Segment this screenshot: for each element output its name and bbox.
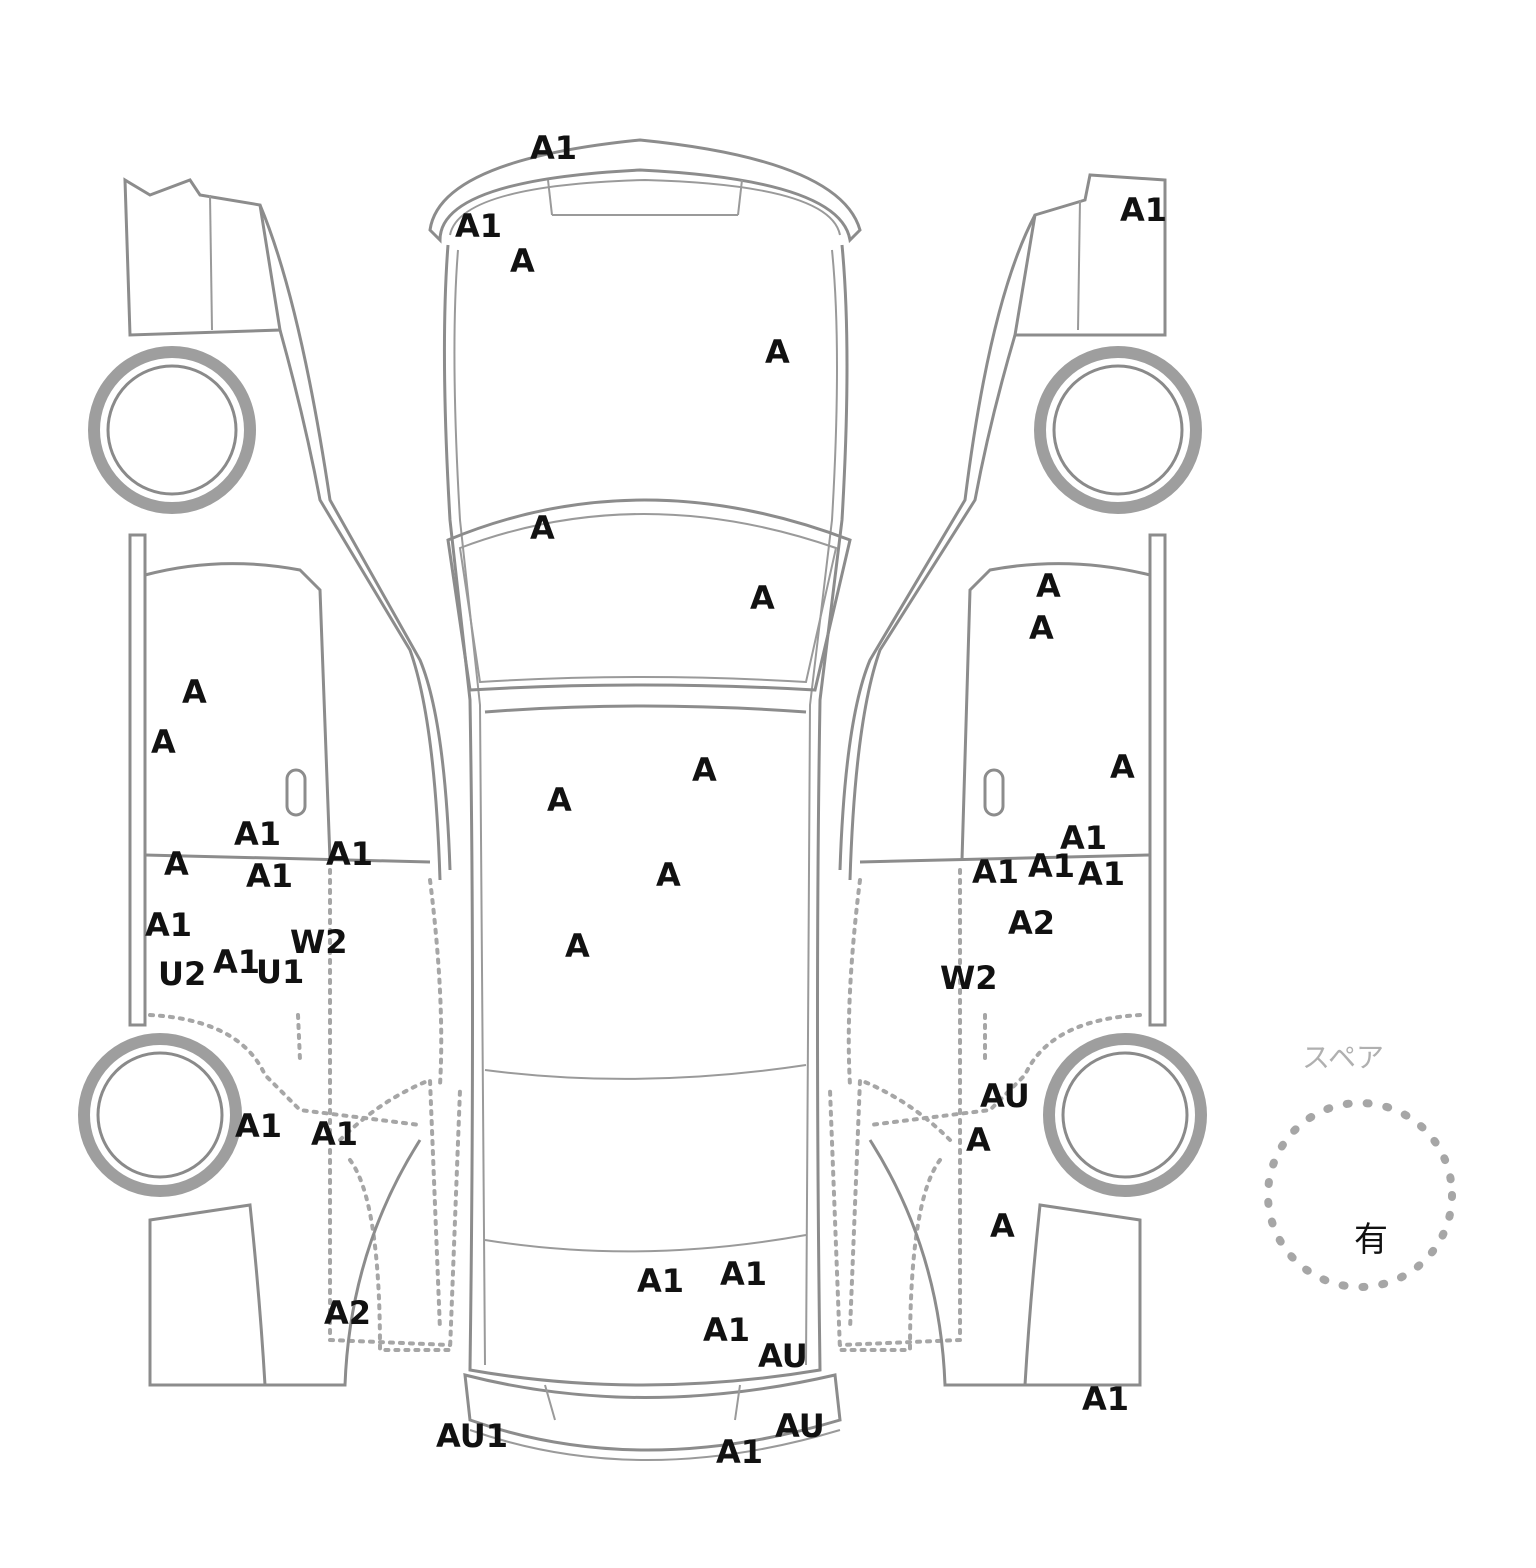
- damage-mark-left-rocker: A1: [145, 906, 193, 944]
- damage-mark-left-front-door-2: A: [151, 723, 176, 761]
- damage-mark-left-rear: A1: [311, 1115, 359, 1153]
- damage-mark-left-front-door-3: A: [164, 845, 189, 883]
- damage-mark-left-front-door-1: A: [182, 673, 207, 711]
- damage-mark-right-rear-1: A: [966, 1121, 991, 1159]
- damage-mark-right-rear-a1: A1: [1082, 1380, 1130, 1418]
- damage-mark-rear-bumper-au: AU: [775, 1407, 825, 1445]
- damage-mark-left-rear-a2: A2: [324, 1294, 372, 1332]
- damage-mark-hood-left: A: [510, 242, 535, 280]
- damage-mark-left-rear-wheel: A1: [235, 1107, 283, 1145]
- damage-mark-roof-upper-right: A: [692, 751, 717, 789]
- damage-mark-rear-deck-right: A1: [720, 1255, 768, 1293]
- damage-mark-right-w2: W2: [940, 959, 998, 997]
- damage-mark-left-u2: U2: [158, 955, 207, 993]
- damage-mark-right-belt-2: A1: [972, 853, 1020, 891]
- damage-mark-left-belt-3: A1: [326, 835, 374, 873]
- damage-mark-right-door-1: A: [1036, 567, 1061, 605]
- damage-mark-right-door-2: A: [1029, 609, 1054, 647]
- spare-tire-label: スペア: [1302, 1041, 1385, 1074]
- damage-mark-left-u1: U1: [256, 953, 305, 991]
- damage-mark-left-w2: W2: [290, 923, 348, 961]
- damage-mark-front-bumper-top: A1: [530, 129, 578, 167]
- damage-mark-left-belt-2: A1: [246, 857, 294, 895]
- damage-mark-right-front: A1: [1120, 191, 1168, 229]
- damage-mark-roof-lower-left: A: [565, 927, 590, 965]
- spare-tire-indicator: [1264, 1099, 1456, 1291]
- damage-mark-right-door-3: A: [1110, 748, 1135, 786]
- damage-mark-left-belt-1: A1: [234, 815, 282, 853]
- damage-mark-right-a2: A2: [1008, 904, 1056, 942]
- damage-mark-windshield-left: A: [530, 509, 555, 547]
- damage-mark-rear-deck-au: AU: [758, 1337, 808, 1375]
- right-side-view-car: [828, 173, 1207, 1387]
- damage-mark-roof-center: A: [656, 856, 681, 894]
- left-side-view-car: [78, 177, 462, 1387]
- damage-mark-left-a1-small: A1: [213, 943, 261, 981]
- damage-mark-right-belt-3: A1: [1028, 847, 1076, 885]
- damage-mark-right-belt-1: A1: [1060, 819, 1108, 857]
- damage-mark-roof-left: A: [547, 781, 572, 819]
- top-view-car: [428, 138, 862, 1461]
- damage-mark-rear-deck-left: A1: [637, 1262, 685, 1300]
- damage-mark-rear-bumper-au1: AU1: [436, 1417, 509, 1455]
- damage-mark-right-belt-4: A1: [1078, 855, 1126, 893]
- damage-mark-right-au: AU: [980, 1077, 1030, 1115]
- spare-tire-status: 有: [1354, 1220, 1388, 1260]
- damage-mark-rear-bumper-a1: A1: [716, 1433, 764, 1471]
- damage-mark-right-rear-2: A: [990, 1207, 1015, 1245]
- damage-mark-front-bumper-left: A1: [455, 207, 503, 245]
- damage-mark-windshield-right: A: [750, 579, 775, 617]
- damage-mark-rear-deck-low: A1: [703, 1311, 751, 1349]
- damage-mark-hood-right: A: [765, 333, 790, 371]
